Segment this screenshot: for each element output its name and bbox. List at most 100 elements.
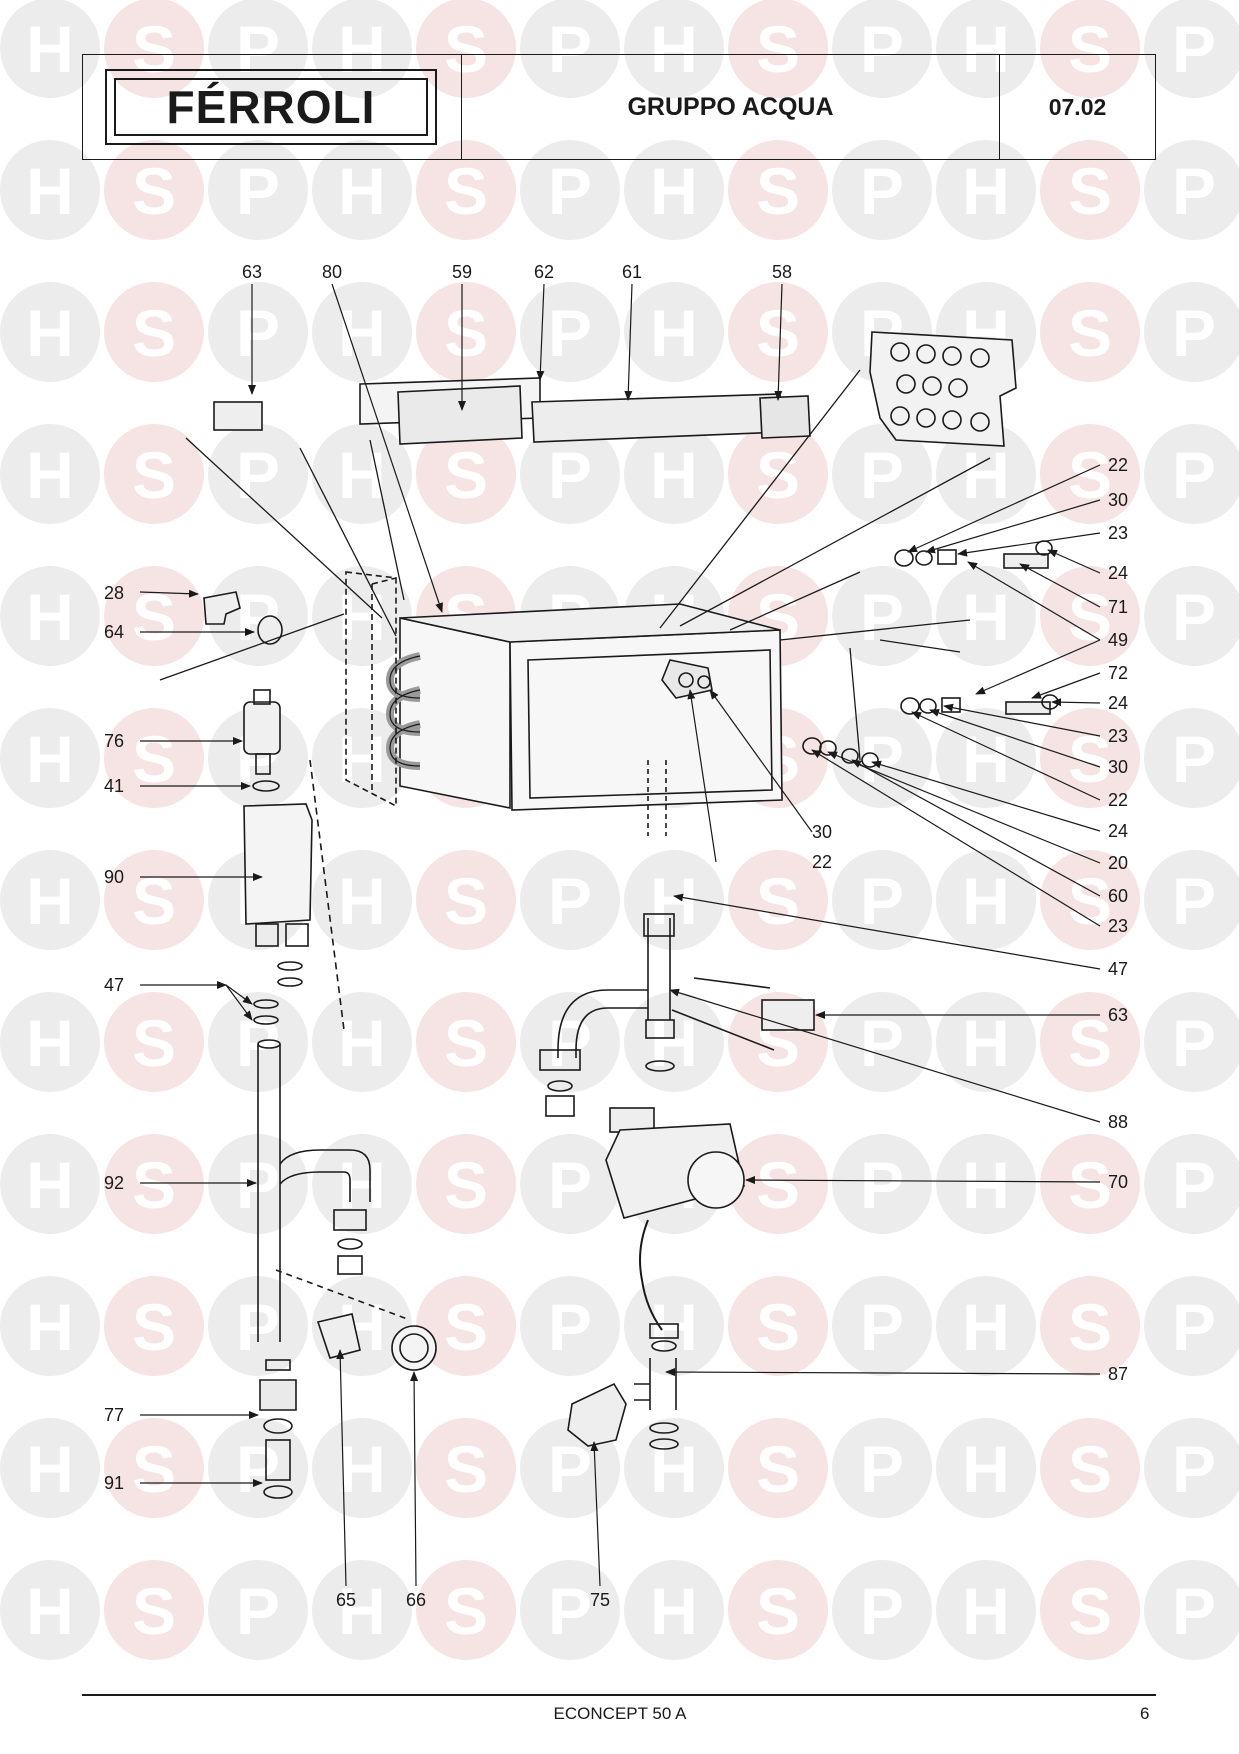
watermark-letter: P xyxy=(1172,1432,1216,1506)
watermark-badge: S xyxy=(728,1560,828,1660)
watermark-badge: H xyxy=(624,1560,724,1660)
watermark-circle xyxy=(624,282,724,382)
watermark-circle xyxy=(208,0,308,98)
watermark-circle xyxy=(728,282,828,382)
watermark-badge: S xyxy=(416,0,516,98)
watermark-letter: S xyxy=(132,722,176,796)
watermark-circle xyxy=(208,282,308,382)
watermark-badge: H xyxy=(312,850,412,950)
page-number: 6 xyxy=(1140,1704,1150,1723)
watermark-circle xyxy=(624,0,724,98)
watermark-badge: H xyxy=(624,424,724,524)
clip-63-top xyxy=(213,401,263,431)
watermark-badge: S xyxy=(728,140,828,240)
watermark-letter: S xyxy=(132,1574,176,1648)
watermark-circle xyxy=(0,424,100,524)
watermark-circle xyxy=(832,1134,932,1234)
watermark-badge: P xyxy=(520,424,620,524)
callout-66: 66 xyxy=(406,1590,426,1610)
watermark-letter: P xyxy=(1172,1290,1216,1364)
callout-77: 77 xyxy=(104,1405,124,1425)
watermark-letter: H xyxy=(338,154,386,228)
watermark-letter: P xyxy=(236,296,280,370)
watermark-circle xyxy=(416,424,516,524)
watermark-circle xyxy=(832,992,932,1092)
watermark-circle xyxy=(936,424,1036,524)
watermark-letter: H xyxy=(650,1574,698,1648)
section-code: 07.02 xyxy=(1048,93,1107,120)
callout-92: 92 xyxy=(104,1173,124,1193)
watermark-letter: H xyxy=(26,154,74,228)
watermark-badge: P xyxy=(208,1560,308,1660)
watermark-badge: H xyxy=(0,1134,100,1234)
watermark-circle xyxy=(312,282,412,382)
logo-cell: FÉRROLI xyxy=(83,55,462,159)
watermark-letter: H xyxy=(26,722,74,796)
watermark-circle xyxy=(0,566,100,666)
watermark-circle xyxy=(1040,1276,1140,1376)
callout-61: 61 xyxy=(622,262,642,282)
watermark-circle xyxy=(312,1418,412,1518)
watermark-circle xyxy=(104,708,204,808)
watermark-badge: S xyxy=(104,708,204,808)
watermark-badge: S xyxy=(416,992,516,1092)
watermark-letter: S xyxy=(132,1006,176,1080)
watermark-badge: P xyxy=(208,1418,308,1518)
callout-47-left: 47 xyxy=(104,975,124,995)
watermark-badge: S xyxy=(104,1560,204,1660)
watermark-badge: P xyxy=(832,0,932,98)
callout-22-r2: 22 xyxy=(1108,790,1128,810)
watermark-letter: S xyxy=(444,1148,488,1222)
watermark-circle xyxy=(728,1418,828,1518)
watermark-circle xyxy=(208,140,308,240)
watermark-badge: H xyxy=(312,282,412,382)
watermark-badge: H xyxy=(936,992,1036,1092)
callout-65: 65 xyxy=(336,1590,356,1610)
watermark-badge: S xyxy=(416,140,516,240)
watermark-badge: H xyxy=(0,1418,100,1518)
watermark-letter: H xyxy=(26,1290,74,1364)
watermark-badge: P xyxy=(1144,1276,1239,1376)
watermark-badge: P xyxy=(832,566,932,666)
watermark-circle xyxy=(832,424,932,524)
watermark-badge: H xyxy=(0,0,100,98)
watermark-letter: P xyxy=(860,1290,904,1364)
watermark-letter: S xyxy=(444,12,488,86)
watermark-letter: P xyxy=(548,154,592,228)
watermark-circle xyxy=(1144,1134,1239,1234)
watermark-letter: P xyxy=(548,1148,592,1222)
watermark-badge: S xyxy=(416,1134,516,1234)
watermark-letter: S xyxy=(1068,1432,1112,1506)
callout-59: 59 xyxy=(452,262,472,282)
page-title: GRUPPO ACQUA xyxy=(462,55,1000,159)
watermark-badge: S xyxy=(728,850,828,950)
watermark-badge: P xyxy=(1144,1418,1239,1518)
watermark-circle xyxy=(832,0,932,98)
watermark-circle xyxy=(416,0,516,98)
watermark-badge: S xyxy=(416,282,516,382)
watermark-circle xyxy=(1144,282,1239,382)
watermark-letter: P xyxy=(548,864,592,938)
watermark-circle xyxy=(832,566,932,666)
watermark-circle xyxy=(520,850,620,950)
watermark-circle xyxy=(624,1560,724,1660)
watermark-badge: S xyxy=(1040,424,1140,524)
watermark-circle xyxy=(1040,424,1140,524)
watermark-badge: P xyxy=(1144,140,1239,240)
part-drawings xyxy=(159,331,1059,1499)
watermark-badge: H xyxy=(936,140,1036,240)
watermark-circle xyxy=(728,424,828,524)
watermark-circle xyxy=(104,1134,204,1234)
watermark-circle xyxy=(624,1276,724,1376)
watermark-circle xyxy=(416,1276,516,1376)
watermark-letter: H xyxy=(962,438,1010,512)
watermark-letter: S xyxy=(132,296,176,370)
callout-64: 64 xyxy=(104,622,124,642)
callout-80: 80 xyxy=(322,262,342,282)
watermark-circle xyxy=(416,1418,516,1518)
watermark-circle xyxy=(520,424,620,524)
watermark-letter: H xyxy=(962,12,1010,86)
watermark-circle xyxy=(1144,1276,1239,1376)
watermark-circle xyxy=(208,1418,308,1518)
watermark-circle xyxy=(0,1276,100,1376)
